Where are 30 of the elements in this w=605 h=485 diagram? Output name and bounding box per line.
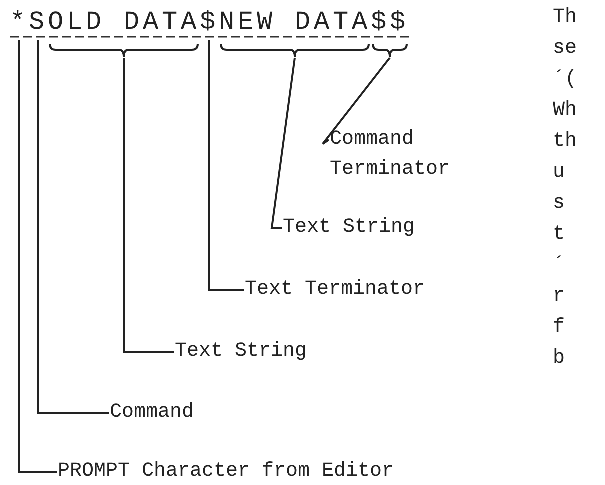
callout-label: Command Terminator [330, 125, 460, 185]
callout-label: Text String [175, 340, 308, 364]
cut-off-text: ´( [553, 68, 578, 92]
command-text: OLD DATA [48, 8, 200, 36]
cut-off-text: ´ [553, 254, 566, 278]
callout-label: PROMPT Character from Editor [58, 460, 394, 484]
callout-label: Text Terminator [245, 278, 426, 302]
leader-line [322, 57, 391, 145]
callout-label: Text String [283, 216, 416, 240]
command-text: S [29, 8, 48, 36]
cut-off-text: u [553, 161, 566, 185]
cut-off-text: th [553, 130, 578, 154]
cut-off-text: t [553, 223, 566, 247]
command-text: NEW DATA [219, 8, 372, 36]
command-text: $$ [371, 8, 410, 36]
command-text: * [10, 8, 30, 36]
cut-off-text: Th [553, 6, 578, 30]
command-text: $ [200, 8, 220, 36]
leader-line [270, 58, 296, 229]
cut-off-text: s [553, 192, 566, 216]
cut-off-text: se [553, 37, 578, 61]
leader-line [123, 58, 174, 353]
leader-line [38, 40, 109, 414]
cut-off-text: f [553, 316, 566, 340]
leader-line [18, 40, 57, 473]
cut-off-text: Wh [553, 99, 578, 123]
leader-line [208, 40, 244, 291]
cut-off-text: r [553, 285, 566, 309]
callout-label: Command [110, 401, 194, 425]
cut-off-text: b [553, 347, 566, 371]
